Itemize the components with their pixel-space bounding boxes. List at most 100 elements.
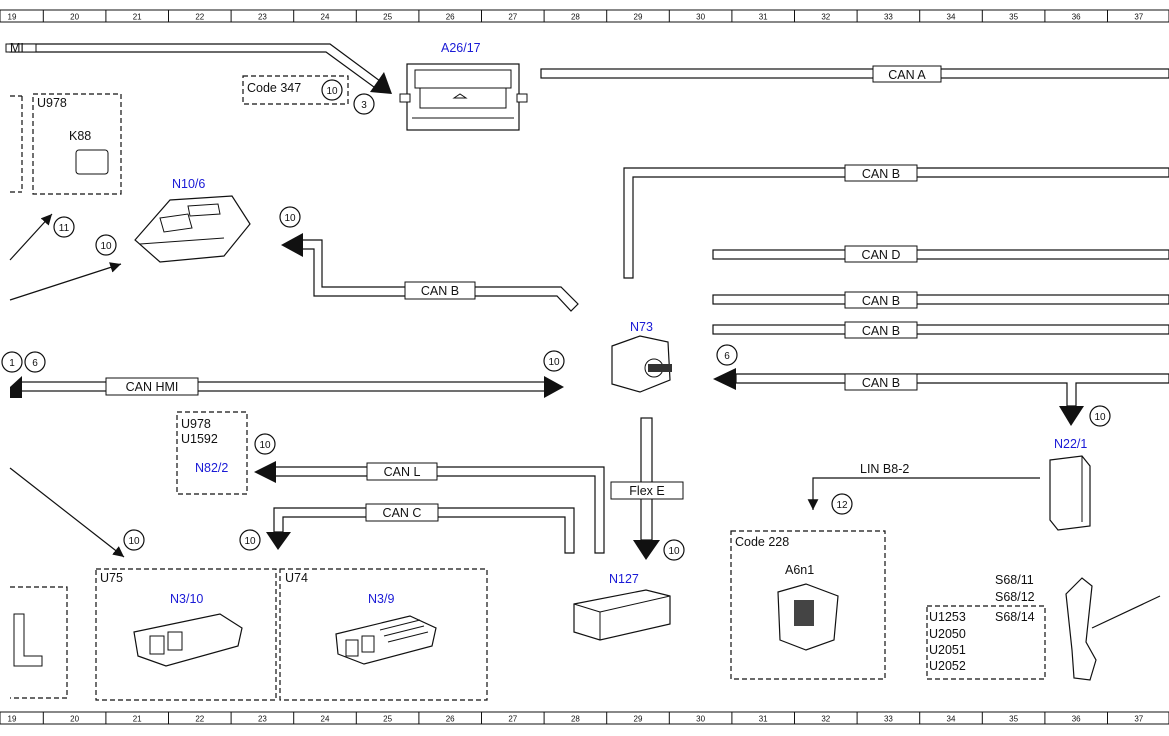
can-b-bus-4: CAN B 6 10 [713,344,1169,427]
callout-11: 11 [59,223,70,234]
can-a-label: CAN A [888,68,926,82]
ruler-number: 22 [195,715,204,724]
bottom-left-partial [10,586,68,699]
a26-17-unit: A26/17 [399,41,528,131]
n82-2-box: U978 U1592 N82/2 10 [176,411,276,495]
arrow-down-icon [266,532,291,550]
can-d-bus: CAN D [712,245,1169,263]
u978-box: U978 K88 [10,93,122,195]
n10-6-label: N10/6 [172,177,205,191]
can-b-label: CAN B [862,324,900,338]
a6n1-label: A6n1 [785,563,814,577]
ruler-number: 37 [1134,13,1143,22]
can-b-bus-2: CAN B [712,291,1169,309]
ruler-number: 30 [696,13,705,22]
ruler-number: 21 [133,13,142,22]
can-b-label: CAN B [862,294,900,308]
ruler-number: 29 [634,715,643,724]
ruler-number: 34 [947,13,956,22]
callout-10: 10 [326,86,338,97]
ruler-number: 26 [446,715,455,724]
ruler-number: 21 [133,715,142,724]
arrow-left-icon [713,368,736,390]
n3-10-label: N3/10 [170,592,203,606]
ruler-number: 28 [571,715,580,724]
code347-label: Code 347 [247,81,301,95]
ruler-number: 24 [321,13,330,22]
u1253-label: U1253 [929,610,966,624]
s68-14-label: S68/14 [995,610,1035,624]
callout-10: 10 [668,546,680,557]
callout-10: 10 [1094,412,1106,423]
callout-6: 6 [32,358,38,369]
n73-unit: N73 [611,320,672,393]
ruler-number: 35 [1009,715,1018,724]
arrow-left-icon [254,461,276,483]
ruler-number: 28 [571,13,580,22]
ruler-number: 35 [1009,13,1018,22]
u2051-label: U2051 [929,643,966,657]
a26-17-label: A26/17 [441,41,481,55]
can-hmi-bus: CAN HMI 1 6 10 [1,350,565,398]
can-b-label: CAN B [421,284,459,298]
can-hmi-label: CAN HMI [126,380,179,394]
hmi-label: MI [10,41,24,55]
ruler-number: 36 [1072,715,1081,724]
u1592-label: U1592 [181,432,218,446]
ruler-number: 29 [634,13,643,22]
can-c-bus: CAN C 10 [239,503,575,554]
callout-3: 3 [361,100,367,111]
s68-11-label: S68/11 [995,573,1034,587]
arrow-to-a26-icon [370,72,392,94]
ruler-number: 20 [70,13,79,22]
ruler-number: 27 [508,13,517,22]
arrow-down-icon [633,540,660,560]
can-l-bus: CAN L [254,461,605,554]
u74-box: U74 N3/9 [279,568,488,701]
n127-unit: N127 [573,572,671,641]
can-b-n10-bus: CAN B 10 [279,206,579,312]
n22-1-unit: N22/1 [1049,437,1091,531]
callout-10: 10 [128,536,140,547]
ruler-number: 30 [696,715,705,724]
ruler-number: 26 [446,13,455,22]
codes-box: U1253 U2050 U2051 U2052 S68/11 S68/12 S6… [926,573,1161,681]
ruler-number: 25 [383,715,392,724]
can-l-label: CAN L [384,465,421,479]
ruler-number: 25 [383,13,392,22]
ruler-number: 33 [884,13,893,22]
callout-12: 12 [836,500,848,511]
arrow-left-icon [281,233,303,257]
arrow-right-icon [544,376,564,398]
ruler-number: 23 [258,13,267,22]
callout-10: 10 [100,241,112,252]
ruler-number: 36 [1072,13,1081,22]
ruler-number: 32 [821,715,830,724]
callout-6: 6 [724,351,730,362]
hmi-bus-top: MI [5,41,392,94]
code228-label: Code 228 [735,535,789,549]
can-b-label: CAN B [862,376,900,390]
n22-1-label: N22/1 [1054,437,1087,451]
n82-2-label: N82/2 [195,461,228,475]
u75-label: U75 [100,571,123,585]
can-b-label: CAN B [862,167,900,181]
left-arrows: 11 10 10 [9,213,145,558]
u978-label: U978 [37,96,67,110]
lin-label: LIN B8-2 [860,462,909,476]
u2052-label: U2052 [929,659,966,673]
callout-10: 10 [548,357,560,368]
can-c-label: CAN C [383,506,422,520]
u978-label: U978 [181,417,211,431]
code228-box: Code 228 A6n1 [730,530,886,680]
ruler-number: 34 [947,715,956,724]
u2050-label: U2050 [929,627,966,641]
arrow-left-icon [10,376,22,398]
ruler-number: 32 [821,13,830,22]
n127-label: N127 [609,572,639,586]
ruler-number: 31 [759,715,768,724]
ruler-number: 19 [8,715,17,724]
